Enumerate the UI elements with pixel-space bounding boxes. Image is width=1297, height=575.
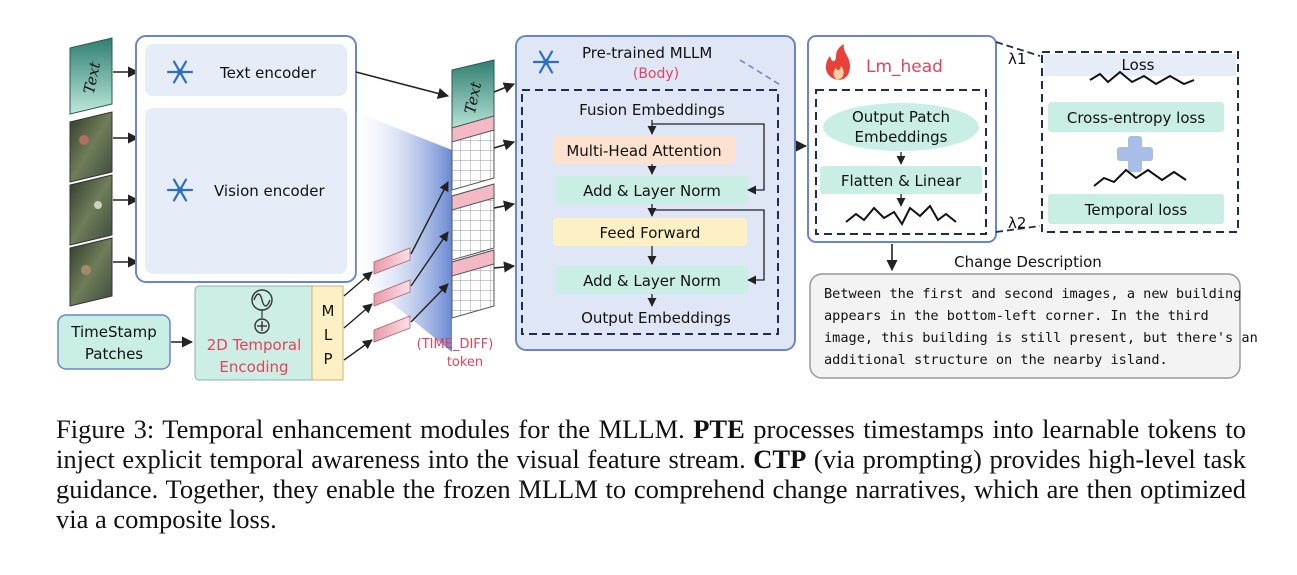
- feed-forward-box: [553, 218, 747, 246]
- loss-waveform: [1089, 70, 1195, 86]
- add-norm-label-2: Add & Layer Norm: [583, 272, 721, 290]
- figure-caption: Figure 3: Temporal enhancement modules f…: [56, 414, 1246, 534]
- caption-body-2: (via prompting) provides high-level task…: [56, 444, 1246, 534]
- lambda2-label: λ2: [1008, 214, 1026, 232]
- lm-head-inner: [815, 89, 987, 235]
- add-icon: [254, 318, 270, 334]
- patch-label-2: Embeddings: [855, 128, 948, 146]
- mllm-title: Pre-trained MLLM: [582, 44, 712, 62]
- caption-ctp: CTP: [753, 444, 807, 474]
- text-encoder-label: Text encoder: [219, 64, 317, 82]
- flatten-linear-label: Flatten & Linear: [841, 172, 962, 190]
- temporal-encoding-label-2: Encoding: [219, 358, 288, 376]
- snowflake-icon: [166, 60, 194, 84]
- snowflake-icon: [166, 178, 194, 202]
- visual-token-grids: [451, 115, 495, 319]
- feed-forward-label: Feed Forward: [600, 224, 701, 242]
- flatten-linear-box: [820, 166, 982, 194]
- change-description-line: Between the first and second images, a n…: [824, 286, 1241, 302]
- time-token-bars: [373, 247, 411, 343]
- output-embeddings-label: Output Embeddings: [581, 309, 731, 327]
- caption-prefix: Figure 3: Temporal enhancement modules f…: [56, 414, 694, 444]
- vision-encoder-box: [145, 108, 347, 274]
- caption-pte: PTE: [693, 414, 745, 444]
- temporal-encoding-label-1: 2D Temporal: [207, 336, 302, 354]
- text-encoder-box: [145, 44, 347, 96]
- mlp-letter: L: [324, 326, 333, 344]
- output-patch-ellipse: [823, 103, 979, 151]
- vision-encoder-label: Vision encoder: [214, 182, 325, 200]
- add-norm-box-1: [556, 176, 748, 204]
- text-input-block: Text: [69, 37, 113, 115]
- change-description-line: appears in the bottom-left corner. In th…: [824, 308, 1209, 324]
- patch-label-1: Output Patch: [852, 108, 950, 126]
- lambda1-label: λ1: [1008, 50, 1026, 68]
- satellite-image-1: [69, 111, 113, 183]
- caption-body-1: processes timestamps into learnable toke…: [56, 414, 1246, 474]
- mlp-letter: M: [322, 302, 335, 320]
- add-norm-box-2: [556, 266, 748, 294]
- mlp-box: [311, 285, 344, 381]
- mllm-subtitle: (Body): [633, 66, 679, 82]
- transformer-block: [521, 89, 779, 335]
- architecture-diagram: Text Text encoder Vision encoder TimeSta…: [57, 35, 1258, 381]
- temporal-loss-box: [1048, 194, 1224, 224]
- loss-header: [1044, 54, 1236, 76]
- projection-beam: [356, 112, 452, 352]
- fire-icon: [825, 44, 850, 80]
- text-token: Text: [451, 59, 495, 133]
- temporal-loss-label: Temporal loss: [1084, 201, 1188, 219]
- time-diff-label-1: (TIME_DIFF): [417, 337, 494, 352]
- timestamp-label-2: Patches: [85, 345, 143, 363]
- plus-icon: [1117, 136, 1153, 172]
- timestamp-label-1: TimeStamp: [70, 323, 156, 341]
- fusion-embeddings-label: Fusion Embeddings: [579, 101, 725, 119]
- time-diff-label-2: token: [447, 355, 483, 370]
- change-description-line: additional structure on the nearby islan…: [824, 352, 1168, 368]
- cross-entropy-label: Cross-entropy loss: [1067, 109, 1205, 127]
- multi-head-attention-box: [553, 136, 735, 164]
- change-description-line: image, this building is still present, b…: [824, 330, 1258, 346]
- temporal-waveform: [1093, 168, 1187, 187]
- add-norm-label-1: Add & Layer Norm: [583, 182, 721, 200]
- satellite-image-2: [69, 174, 113, 246]
- change-description-label: Change Description: [954, 253, 1102, 271]
- mha-label: Multi-Head Attention: [566, 142, 721, 160]
- snowflake-icon: [532, 50, 560, 74]
- satellite-image-stack: [69, 111, 113, 307]
- change-description-box: [809, 273, 1241, 379]
- timestamp-patches-box: [57, 314, 171, 370]
- mlp-letter: P: [323, 350, 332, 368]
- loss-title: Loss: [1122, 56, 1155, 74]
- lm-head-title: Lm_head: [866, 57, 943, 77]
- cross-entropy-box: [1048, 102, 1224, 132]
- waveform-output: [845, 204, 957, 226]
- satellite-image-3: [69, 237, 113, 307]
